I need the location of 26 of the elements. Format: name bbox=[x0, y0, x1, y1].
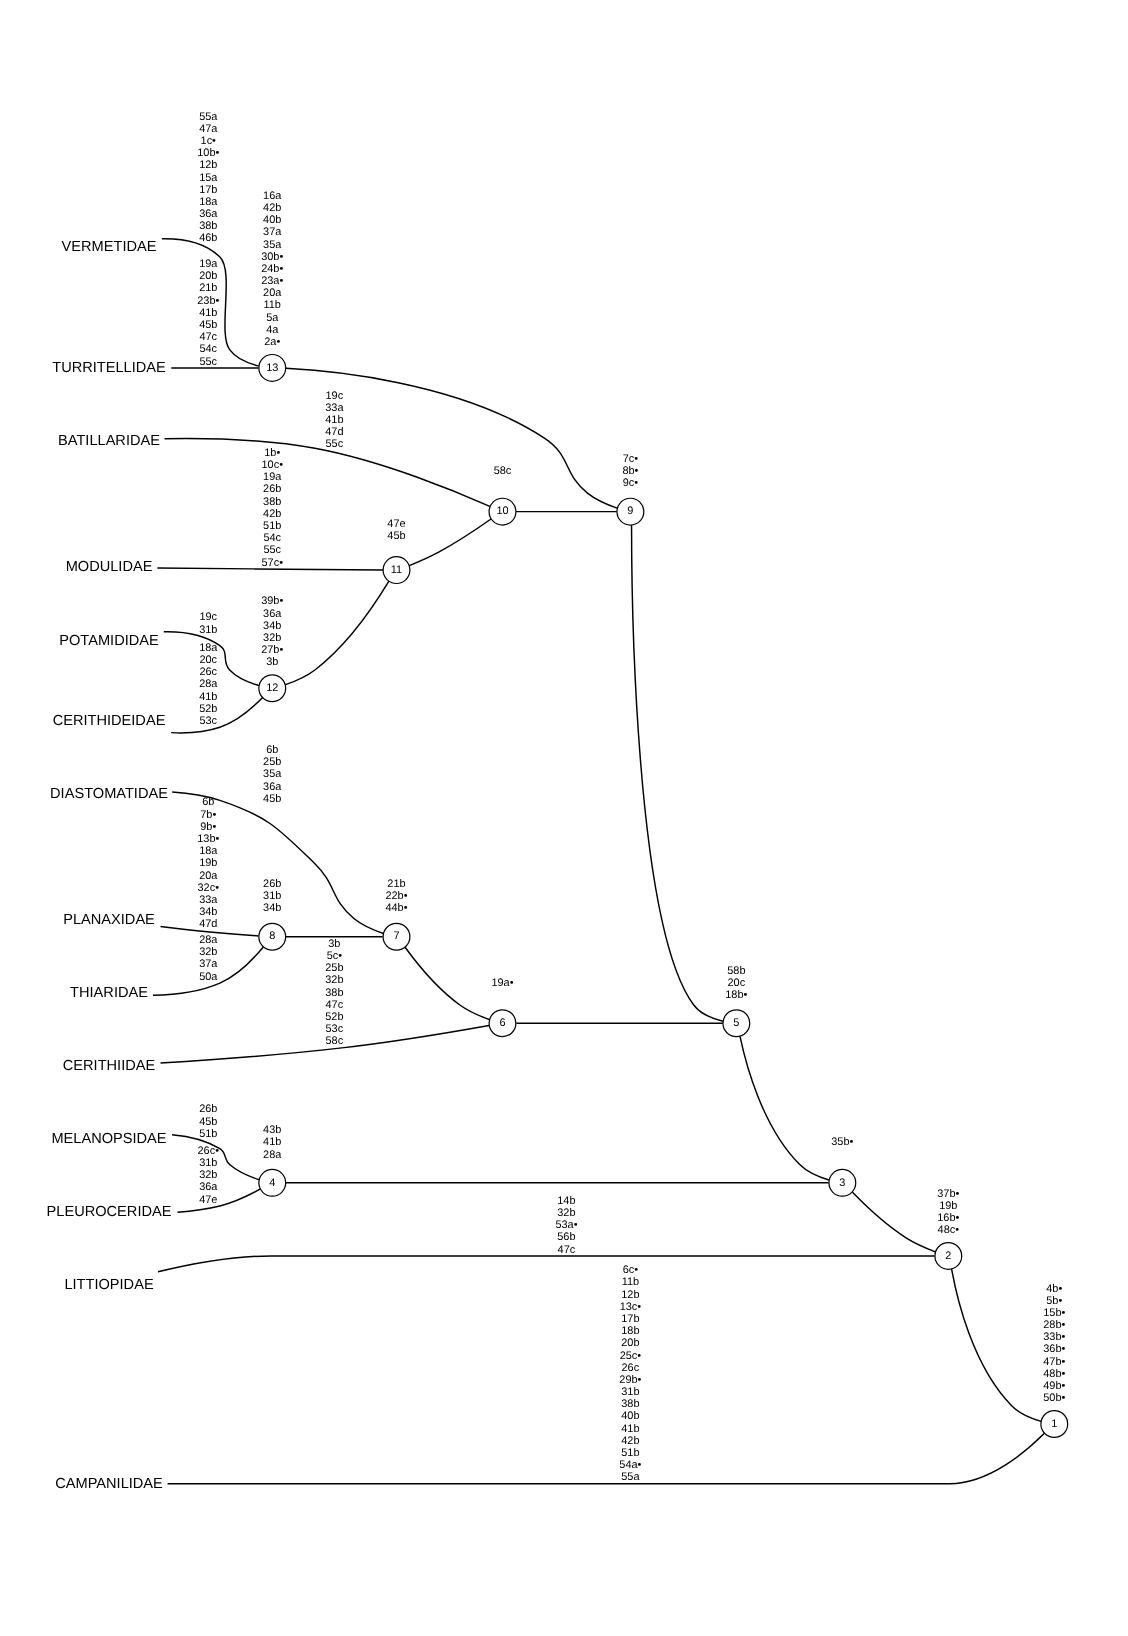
connector bbox=[159, 1024, 490, 1064]
connector bbox=[161, 238, 260, 367]
connector bbox=[152, 946, 264, 996]
connector bbox=[285, 936, 384, 938]
connector bbox=[950, 1268, 1042, 1423]
connector bbox=[156, 567, 384, 571]
connector bbox=[176, 1188, 261, 1213]
connector bbox=[630, 524, 724, 1022]
connector bbox=[285, 367, 618, 509]
connector bbox=[157, 1255, 936, 1273]
connector bbox=[170, 697, 264, 734]
connector bbox=[171, 1133, 260, 1181]
connector bbox=[404, 946, 491, 1021]
connector bbox=[166, 1432, 1046, 1485]
connector bbox=[170, 367, 260, 369]
connector bbox=[515, 510, 618, 513]
connector bbox=[163, 630, 260, 687]
connector bbox=[739, 1035, 830, 1181]
connector bbox=[851, 1191, 937, 1253]
connector bbox=[171, 791, 385, 935]
connector bbox=[515, 1022, 724, 1024]
connector bbox=[284, 580, 390, 686]
connector bbox=[163, 437, 491, 508]
connector bbox=[159, 925, 260, 937]
connector bbox=[408, 518, 492, 567]
connector bbox=[285, 1182, 830, 1184]
